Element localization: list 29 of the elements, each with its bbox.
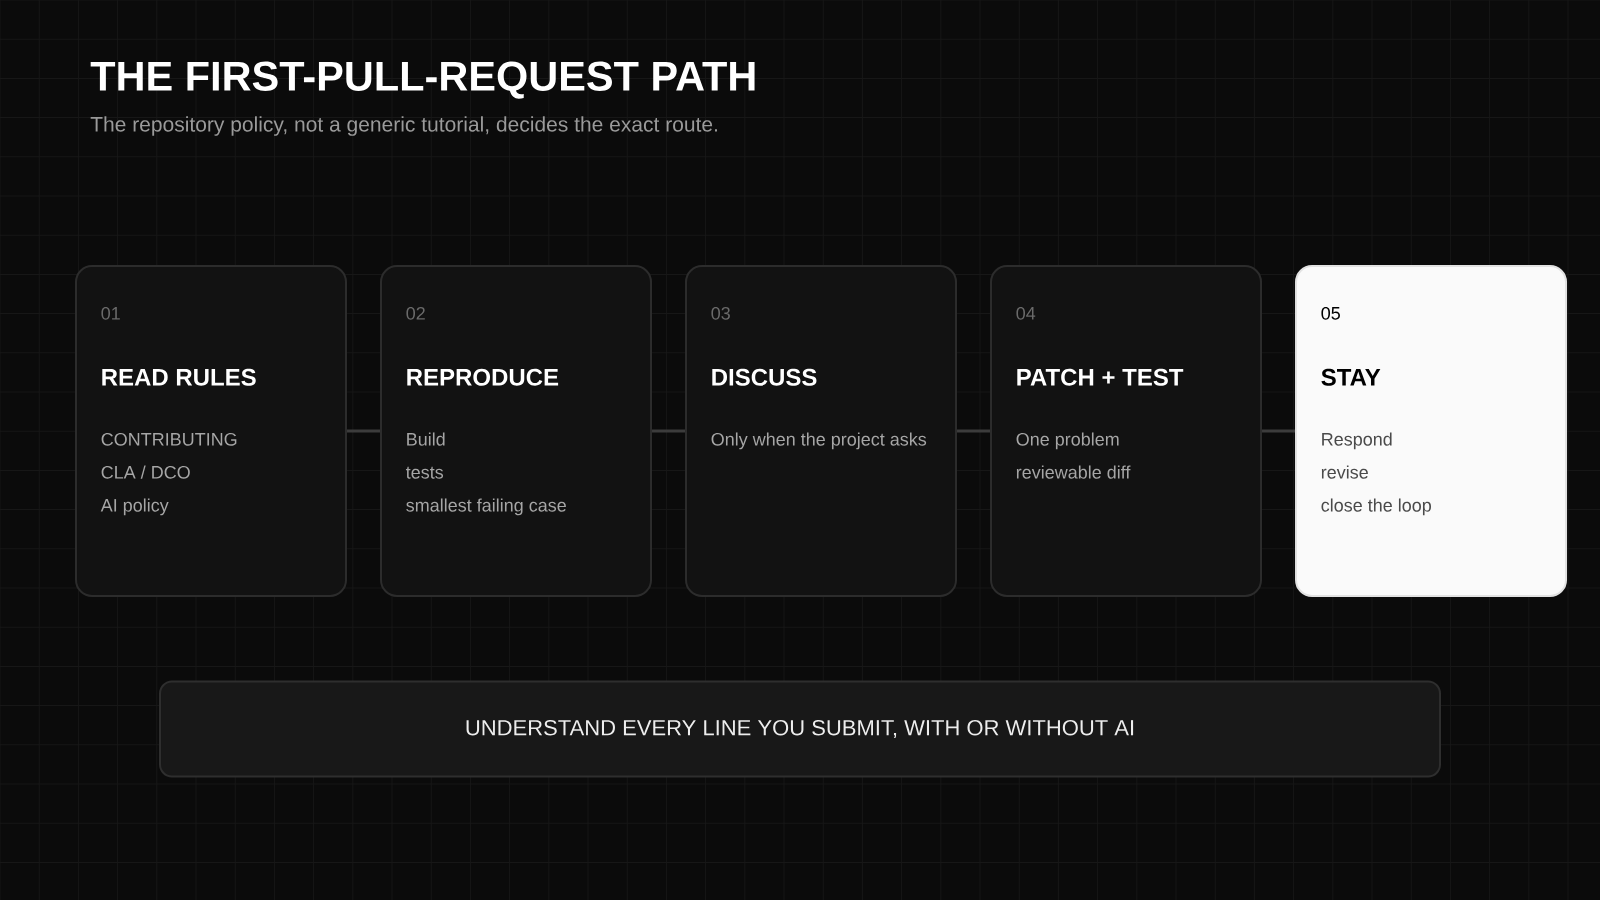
step-item: reviewable diff xyxy=(1016,465,1131,479)
step-heading: READ RULES xyxy=(102,368,256,386)
step-item: Only when the project asks xyxy=(711,432,927,450)
step-item: CONTRIBUTING xyxy=(101,432,237,446)
connector-line xyxy=(1262,429,1295,433)
step-item: tests xyxy=(405,466,444,479)
banner: UNDERSTAND EVERY LINE YOU SUBMIT, WITH OR WITHOUT AI xyxy=(159,680,1441,778)
step-heading: DISCUSS xyxy=(712,368,817,386)
title: THE FIRST-PULL-REQUEST PATH xyxy=(90,61,755,99)
connector-line xyxy=(347,429,380,433)
step-heading: REPRODUCE xyxy=(407,368,559,386)
step-item: One problem xyxy=(1016,432,1119,450)
step-item: CLA / DCO xyxy=(101,465,190,479)
step-number: 03 xyxy=(711,306,730,320)
connector-line xyxy=(652,429,685,433)
connector-line xyxy=(957,429,990,433)
step-number: 05 xyxy=(1321,306,1340,320)
step-number: 04 xyxy=(1016,306,1036,320)
step-heading: STAY xyxy=(1321,368,1381,386)
step-number: 02 xyxy=(406,306,425,320)
step-number: 01 xyxy=(101,306,120,320)
subtitle: The repository policy, not a generic tutorial, decides the exact route. xyxy=(90,116,717,136)
step-item: Build xyxy=(407,432,445,446)
step-item: Respond xyxy=(1322,432,1392,450)
step-item: revise xyxy=(1321,465,1368,479)
step-item: AI policy xyxy=(100,498,169,516)
step-heading: PATCH + TEST xyxy=(1017,368,1184,386)
step-item: smallest failing case xyxy=(406,498,566,516)
step-item: close the loop xyxy=(1321,498,1431,516)
